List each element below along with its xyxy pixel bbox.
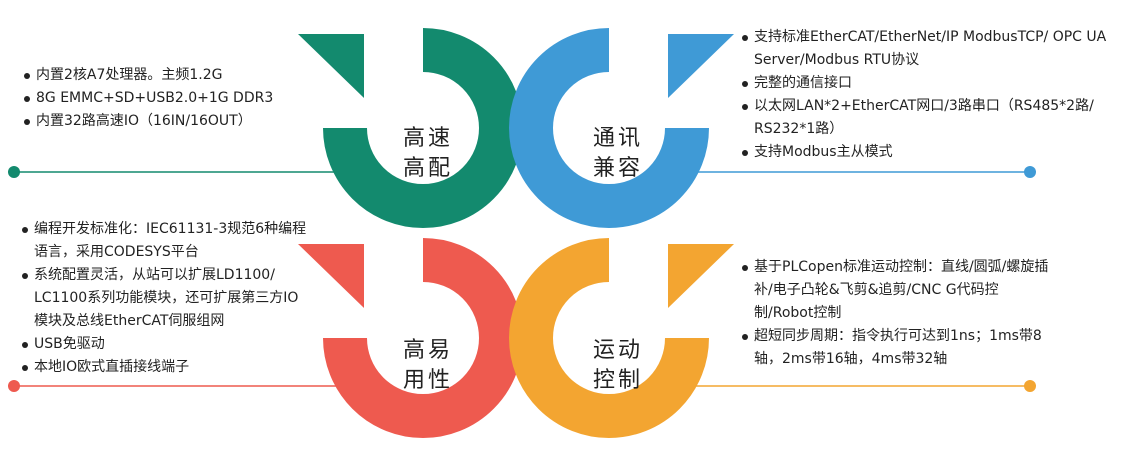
quadrant-2-bullet: 支持标准EtherCAT/EtherNet/IP ModbusTCP/ OPC … xyxy=(740,26,1140,72)
quadrant-1-title: 高速 高配 xyxy=(388,124,468,184)
quadrant-2-title-line1: 通讯 xyxy=(592,126,643,151)
quadrant-2-bullet: 支持Modbus主从模式 xyxy=(740,141,1140,164)
quadrant-2-number: 2 xyxy=(694,86,720,127)
connector-dot-1 xyxy=(8,166,20,178)
cycle-arrow-4 xyxy=(509,238,734,438)
quadrant-4-title: 运动 控制 xyxy=(578,336,658,396)
quadrant-3-title-line2: 用性 xyxy=(402,368,453,393)
quadrant-3-title: 高易 用性 xyxy=(388,336,468,396)
quadrant-2-title: 通讯 兼容 xyxy=(578,124,658,184)
cycle-arrow-2 xyxy=(509,28,734,228)
quadrant-3-number: 3 xyxy=(322,296,348,337)
quadrant-1-bullet: 8G EMMC+SD+USB2.0+1G DDR3 xyxy=(22,87,312,110)
quadrant-4-bullet: 基于PLCopen标准运动控制：直线/圆弧/螺旋插补/电子凸轮&飞剪&追剪/CN… xyxy=(740,256,1050,325)
quadrant-4-bullets: 基于PLCopen标准运动控制：直线/圆弧/螺旋插补/电子凸轮&飞剪&追剪/CN… xyxy=(740,256,1050,371)
quadrant-3-bullets: 编程开发标准化：IEC61131-3规范6种编程语言，采用CODESYS平台 系… xyxy=(20,218,310,379)
connector-lines xyxy=(8,166,1036,392)
cycle-arrow-3 xyxy=(298,238,523,438)
connector-dot-4 xyxy=(1024,380,1036,392)
quadrant-3-bullet: 编程开发标准化：IEC61131-3规范6种编程语言，采用CODESYS平台 xyxy=(20,218,310,264)
quadrant-1-bullet: 内置32路高速IO（16IN/16OUT） xyxy=(22,110,312,133)
quadrant-1-title-line2: 高配 xyxy=(402,156,453,181)
quadrant-4-title-line2: 控制 xyxy=(592,368,643,393)
quadrant-1-title-line1: 高速 xyxy=(402,126,453,151)
quadrant-2-bullet: 以太网LAN*2+EtherCAT网口/3路串口（RS485*2路/ RS232… xyxy=(740,95,1140,141)
quadrant-4-bullet: 超短同步周期：指令执行可达到1ns；1ms带8轴，2ms带16轴，4ms带32轴 xyxy=(740,325,1050,371)
quadrant-4-number: 4 xyxy=(694,296,720,337)
quadrant-2-bullets: 支持标准EtherCAT/EtherNet/IP ModbusTCP/ OPC … xyxy=(740,26,1140,164)
cycle-arrow-1 xyxy=(298,28,523,228)
quadrant-3-bullet: 本地IO欧式直插接线端子 xyxy=(20,356,310,379)
quadrant-1-bullet: 内置2核A7处理器。主频1.2G xyxy=(22,64,312,87)
connector-dot-3 xyxy=(8,380,20,392)
quadrant-1-number: 1 xyxy=(322,86,348,127)
quadrant-3-title-line1: 高易 xyxy=(402,338,453,363)
connector-dot-2 xyxy=(1024,166,1036,178)
quadrant-1-bullets: 内置2核A7处理器。主频1.2G 8G EMMC+SD+USB2.0+1G DD… xyxy=(22,64,312,133)
quadrant-2-bullet: 完整的通信接口 xyxy=(740,72,1140,95)
quadrant-3-bullet: 系统配置灵活，从站可以扩展LD1100/ LC1100系列功能模块，还可扩展第三… xyxy=(20,264,310,333)
quadrant-2-title-line2: 兼容 xyxy=(592,156,643,181)
quadrant-4-title-line1: 运动 xyxy=(592,338,643,363)
quadrant-3-bullet: USB免驱动 xyxy=(20,333,310,356)
